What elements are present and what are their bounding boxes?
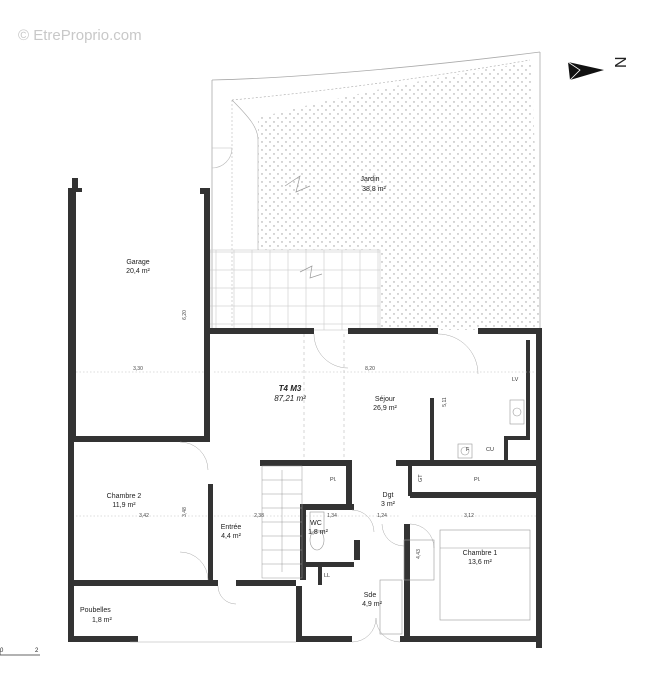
fixture-ll: LL: [324, 573, 330, 579]
scale-start: 0: [0, 648, 4, 654]
dim-chambre1-width: 3,12: [464, 513, 474, 519]
dim-dgt-width: 1,24: [377, 513, 387, 519]
room-area-sde: 4,9 m²: [362, 601, 383, 608]
room-area-poubelles: 1,8 m²: [92, 617, 113, 624]
plan-total-area: 87,21 m²: [274, 394, 306, 403]
room-name-chambre1: Chambre 1: [463, 550, 498, 557]
north-label: N: [613, 56, 630, 68]
room-area-garage: 20,4 m²: [126, 268, 150, 275]
room-name-jardin: Jardin: [360, 176, 379, 183]
room-name-sde: Sde: [364, 592, 377, 599]
dim-chambre2-depth: 3,48: [182, 507, 188, 517]
room-area-jardin: 38,8 m²: [362, 186, 386, 193]
dimension-lines: [76, 371, 536, 517]
scale-bar: [0, 651, 40, 656]
scale-end: 2: [35, 648, 39, 654]
room-name-garage: Garage: [126, 259, 149, 266]
room-name-sejour: Séjour: [375, 396, 396, 403]
garden-gate: [211, 147, 233, 169]
room-name-poubelles: Poubelles: [80, 607, 111, 614]
terrace-tiles: [209, 249, 381, 331]
doors: [130, 333, 479, 643]
fixture-lv: LV: [512, 377, 519, 383]
fixture-pl-1: Pl.: [330, 477, 337, 483]
dim-sejour-width: 8,20: [365, 366, 375, 372]
watermark-text: © EtreProprio.com: [18, 27, 142, 44]
room-area-dgt: 3 m²: [381, 501, 396, 508]
dim-wc-width: 1,34: [327, 513, 337, 519]
room-area-chambre2: 11,9 m²: [112, 502, 136, 509]
fixture-f: F: [466, 447, 470, 453]
dim-garage-depth: 6,20: [182, 310, 188, 320]
fixture-pl-2: Pl.: [474, 477, 481, 483]
dim-garage-width: 3,30: [133, 366, 143, 372]
garden-area: [211, 51, 541, 330]
dim-entree-width: 2,38: [254, 513, 264, 519]
staircase: [261, 465, 303, 579]
room-area-sejour: 26,9 m²: [373, 405, 397, 412]
fixture-gt: GT: [418, 474, 424, 482]
fixtures: [309, 399, 531, 635]
plan-title: T4 M3: [279, 384, 302, 393]
plant-icon: [284, 175, 323, 279]
room-area-entree: 4,4 m²: [221, 533, 242, 540]
walls: [68, 178, 542, 648]
dim-chambre1-depth: 4,43: [416, 549, 422, 559]
fixture-cu: CU: [486, 447, 494, 453]
room-name-entree: Entrée: [221, 524, 242, 531]
dim-sejour-depth: 5,11: [442, 397, 448, 407]
room-name-chambre2: Chambre 2: [107, 493, 142, 500]
room-area-chambre1: 13,6 m²: [468, 559, 492, 566]
north-arrow-icon: [567, 61, 604, 81]
room-area-wc: 1,8 m²: [308, 529, 329, 536]
dim-chambre2-width: 3,42: [139, 513, 149, 519]
room-name-dgt: Dgt: [383, 492, 394, 499]
room-name-wc: WC: [310, 520, 322, 527]
